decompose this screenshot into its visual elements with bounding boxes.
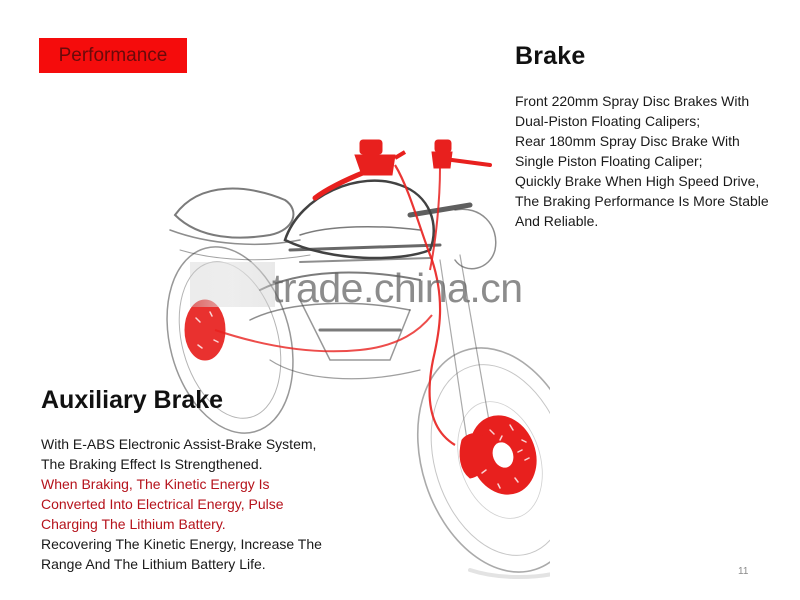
auxiliary-brake-description: With E-ABS Electronic Assist-Brake Syste…: [41, 434, 361, 574]
aux-line-highlight: Converted Into Electrical Energy, Pulse: [41, 496, 284, 512]
motorcycle-illustration: [166, 139, 550, 579]
watermark: trade.china.cn: [272, 265, 523, 311]
aux-line-highlight: When Braking, The Kinetic Energy Is: [41, 476, 270, 492]
auxiliary-brake-section: Auxiliary Brake With E-ABS Electronic As…: [41, 386, 361, 574]
brake-line: Quickly Brake When High Speed Drive,: [515, 173, 760, 189]
aux-line: Recovering The Kinetic Energy, Increase …: [41, 536, 322, 552]
aux-line: Range And The Lithium Battery Life.: [41, 556, 266, 572]
brake-title: Brake: [515, 42, 586, 70]
auxiliary-brake-title: Auxiliary Brake: [41, 386, 224, 414]
brake-description: Front 220mm Spray Disc Brakes With Dual-…: [515, 91, 800, 231]
brake-line: Single Piston Floating Caliper;: [515, 153, 703, 169]
brake-line: Rear 180mm Spray Disc Brake With: [515, 133, 740, 149]
brake-line: Front 220mm Spray Disc Brakes With: [515, 93, 750, 109]
watermark-blur-band: [190, 262, 275, 307]
page-number: 11: [738, 566, 749, 577]
brake-line: And Reliable.: [515, 213, 599, 229]
aux-line-highlight: Charging The Lithium Battery.: [41, 516, 226, 532]
section-tag-performance: Performance: [39, 38, 187, 73]
aux-line: The Braking Effect Is Strengthened.: [41, 456, 263, 472]
aux-line: With E-ABS Electronic Assist-Brake Syste…: [41, 436, 317, 452]
brake-line: The Braking Performance Is More Stable: [515, 193, 769, 209]
brake-section: Brake Front 220mm Spray Disc Brakes With…: [515, 42, 800, 231]
brake-line: Dual-Piston Floating Calipers;: [515, 113, 701, 129]
